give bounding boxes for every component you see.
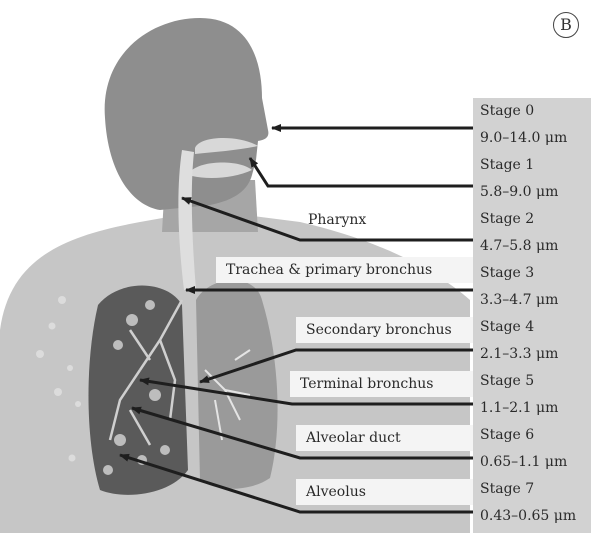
region-label-alveolar-duct: Alveolar duct (296, 425, 473, 451)
stage-1-label: Stage 1 (480, 157, 534, 173)
region-label-pharynx: Pharynx (298, 207, 366, 233)
stage-2-range: 4.7–5.8 μm (480, 238, 558, 254)
region-label-trachea: Trachea & primary bronchus (216, 257, 473, 283)
stage-1-range: 5.8–9.0 μm (480, 184, 558, 200)
stage-4-label: Stage 4 (480, 319, 534, 335)
stage-0-label: Stage 0 (480, 103, 534, 119)
stage-2-label: Stage 2 (480, 211, 534, 227)
stage-5-range: 1.1–2.1 μm (480, 400, 558, 416)
region-label-terminal-bronchus: Terminal bronchus (290, 371, 473, 397)
stage-3-label: Stage 3 (480, 265, 534, 281)
arrow-stage-1 (250, 158, 473, 186)
stage-5-label: Stage 5 (480, 373, 534, 389)
stage-7-range: 0.43–0.65 μm (480, 508, 576, 524)
stage-6-label: Stage 6 (480, 427, 534, 443)
region-label-alveolus: Alveolus (296, 479, 473, 505)
stage-3-range: 3.3–4.7 μm (480, 292, 558, 308)
panel-label: B (553, 12, 579, 38)
stage-4-range: 2.1–3.3 μm (480, 346, 558, 362)
stage-0-range: 9.0–14.0 μm (480, 130, 567, 146)
stage-6-range: 0.65–1.1 μm (480, 454, 567, 470)
region-label-secondary-bronchus: Secondary bronchus (296, 317, 473, 343)
stage-7-label: Stage 7 (480, 481, 534, 497)
